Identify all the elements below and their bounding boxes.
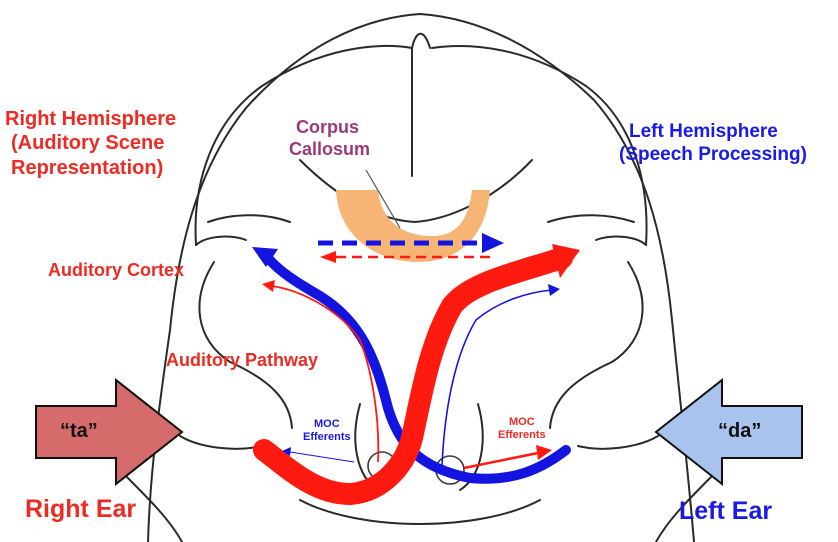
interhemispheric-arrowhead-blue xyxy=(482,233,504,253)
left-ear-label: Left Ear xyxy=(679,496,772,527)
moc-efferent-arrow-right xyxy=(464,453,538,468)
corpus-callosum-line-2: Callosum xyxy=(289,139,370,161)
right-hemisphere-line-2: (Auditory Scene xyxy=(5,131,176,155)
interhemispheric-arrowhead-red xyxy=(320,251,336,263)
left-hemisphere-label: Left Hemisphere (Speech Processing) xyxy=(619,120,807,166)
right-hemisphere-label: Right Hemisphere (Auditory Scene Represe… xyxy=(5,107,176,180)
moc-left-line-2: Efferents xyxy=(303,431,351,444)
red-pathway-arrowhead xyxy=(552,244,580,278)
right-ear-label: Right Ear xyxy=(25,494,136,525)
corpus-callosum-label: Corpus Callosum xyxy=(289,117,370,161)
left-hemisphere-line-2: (Speech Processing) xyxy=(619,143,807,166)
moc-efferents-label-left: MOC Efferents xyxy=(303,418,351,445)
right-hemisphere-line-1: Right Hemisphere xyxy=(5,107,176,131)
corpus-callosum-line-1: Corpus xyxy=(289,117,370,139)
moc-right-line-2: Efferents xyxy=(498,429,546,442)
moc-efferents-label-right: MOC Efferents xyxy=(498,416,546,443)
auditory-pathway-label: Auditory Pathway xyxy=(166,350,318,372)
moc-efferent-arrow-left xyxy=(290,452,354,462)
left-hemisphere-line-1: Left Hemisphere xyxy=(619,120,807,143)
blue-thin-arrowhead xyxy=(548,284,560,296)
syllable-ta-label: “ta” xyxy=(60,419,98,443)
right-hemisphere-line-3: Representation) xyxy=(5,156,176,180)
syllable-da-label: “da” xyxy=(718,419,761,443)
moc-right-line-1: MOC xyxy=(498,416,546,429)
corpus-callosum-shape xyxy=(336,190,490,262)
red-thin-arrowhead xyxy=(262,280,275,292)
auditory-cortex-label: Auditory Cortex xyxy=(48,260,184,282)
moc-left-line-1: MOC xyxy=(303,418,351,431)
